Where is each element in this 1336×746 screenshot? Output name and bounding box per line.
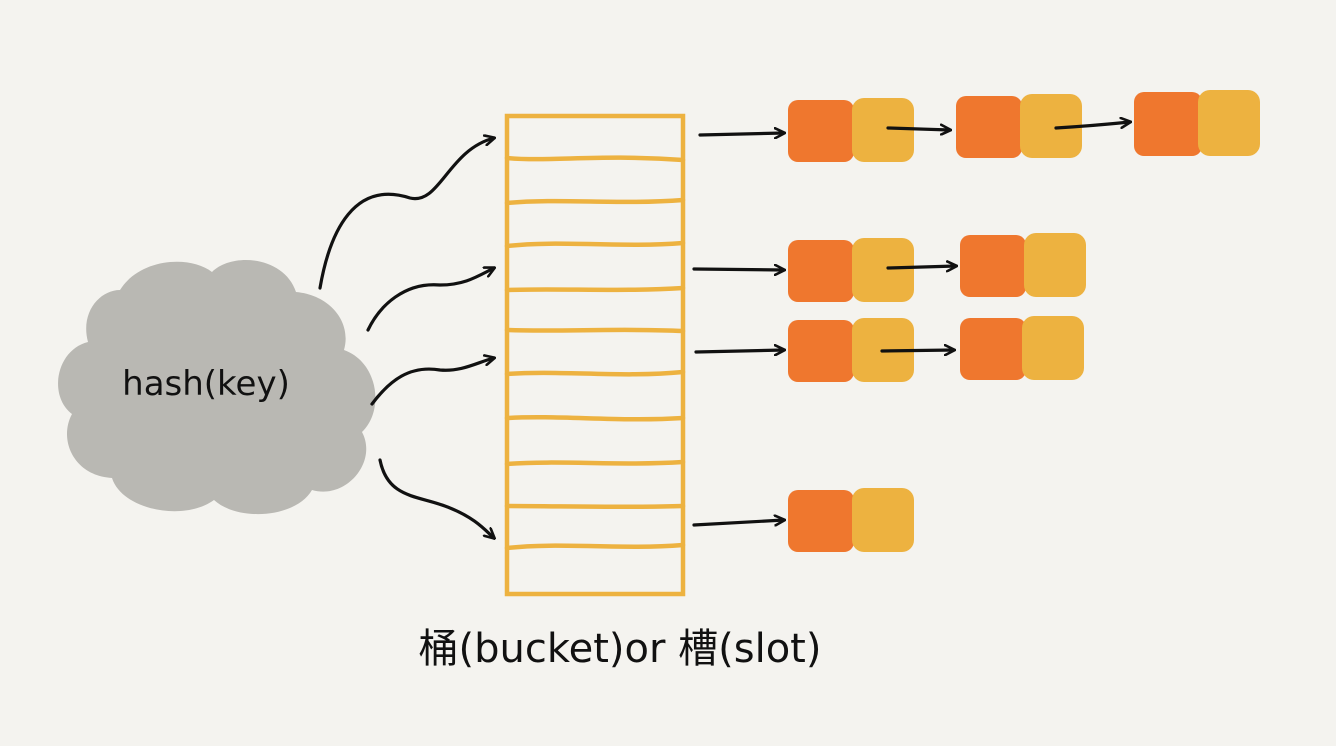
slot-divider-7 bbox=[504, 414, 686, 422]
chain-node bbox=[788, 488, 914, 552]
chain-4 bbox=[788, 488, 914, 552]
chain-node bbox=[788, 98, 914, 162]
node-value-cell bbox=[852, 98, 914, 162]
hash-arrow-1 bbox=[318, 138, 494, 290]
chain-node bbox=[1134, 90, 1260, 156]
node-key-cell bbox=[788, 240, 854, 302]
node-value-cell bbox=[1022, 316, 1084, 380]
chain-2 bbox=[788, 233, 1086, 302]
hash-arrow-2 bbox=[366, 268, 494, 332]
chain-link-arrow bbox=[886, 128, 950, 130]
hash-arrow-3 bbox=[370, 358, 494, 406]
node-value-cell bbox=[1024, 233, 1086, 297]
chain-link-arrow bbox=[880, 350, 954, 351]
node-key-cell bbox=[960, 235, 1026, 297]
bucket-array-frame bbox=[504, 113, 686, 597]
node-key-cell bbox=[1134, 92, 1202, 156]
slot-divider-3 bbox=[504, 240, 686, 249]
slot-arrow-3 bbox=[694, 350, 784, 352]
bucket-caption: 桶(bucket)or 槽(slot) bbox=[419, 626, 822, 672]
node-value-cell bbox=[1020, 94, 1082, 158]
hash-function-label: hash(key) bbox=[122, 364, 290, 404]
chain-link-arrow bbox=[886, 266, 956, 268]
hash-function-cloud: hash(key) bbox=[58, 260, 376, 515]
node-key-cell bbox=[788, 100, 854, 162]
chain-link-arrow bbox=[1054, 122, 1130, 130]
slot-divider-2 bbox=[504, 197, 686, 206]
hash-arrow-4 bbox=[378, 458, 494, 538]
slot-arrows bbox=[692, 133, 784, 527]
slot-divider-1 bbox=[504, 155, 686, 163]
chain-node bbox=[960, 316, 1084, 380]
node-key-cell bbox=[788, 490, 854, 552]
chain-3 bbox=[788, 316, 1084, 382]
cloud-shape bbox=[58, 260, 376, 515]
chain-1 bbox=[788, 90, 1260, 162]
node-value-cell bbox=[852, 488, 914, 552]
slot-divider-6 bbox=[504, 369, 686, 377]
node-key-cell bbox=[960, 318, 1026, 380]
node-key-cell bbox=[956, 96, 1022, 158]
node-key-cell bbox=[788, 320, 854, 382]
slot-arrow-4 bbox=[692, 520, 784, 527]
chain-node bbox=[788, 238, 914, 302]
bucket-array bbox=[504, 113, 686, 597]
slot-divider-10 bbox=[504, 542, 686, 551]
chain-node bbox=[960, 233, 1086, 297]
node-value-cell bbox=[852, 238, 914, 302]
slot-divider-5 bbox=[504, 327, 686, 334]
chain-node bbox=[956, 94, 1082, 158]
slot-divider-9 bbox=[504, 503, 686, 510]
slot-divider-8 bbox=[504, 459, 686, 467]
slot-divider-4 bbox=[504, 285, 686, 293]
slot-arrow-2 bbox=[692, 269, 784, 270]
slot-arrow-1 bbox=[698, 133, 784, 135]
node-value-cell bbox=[1198, 90, 1260, 156]
hash-arrows bbox=[318, 138, 494, 538]
